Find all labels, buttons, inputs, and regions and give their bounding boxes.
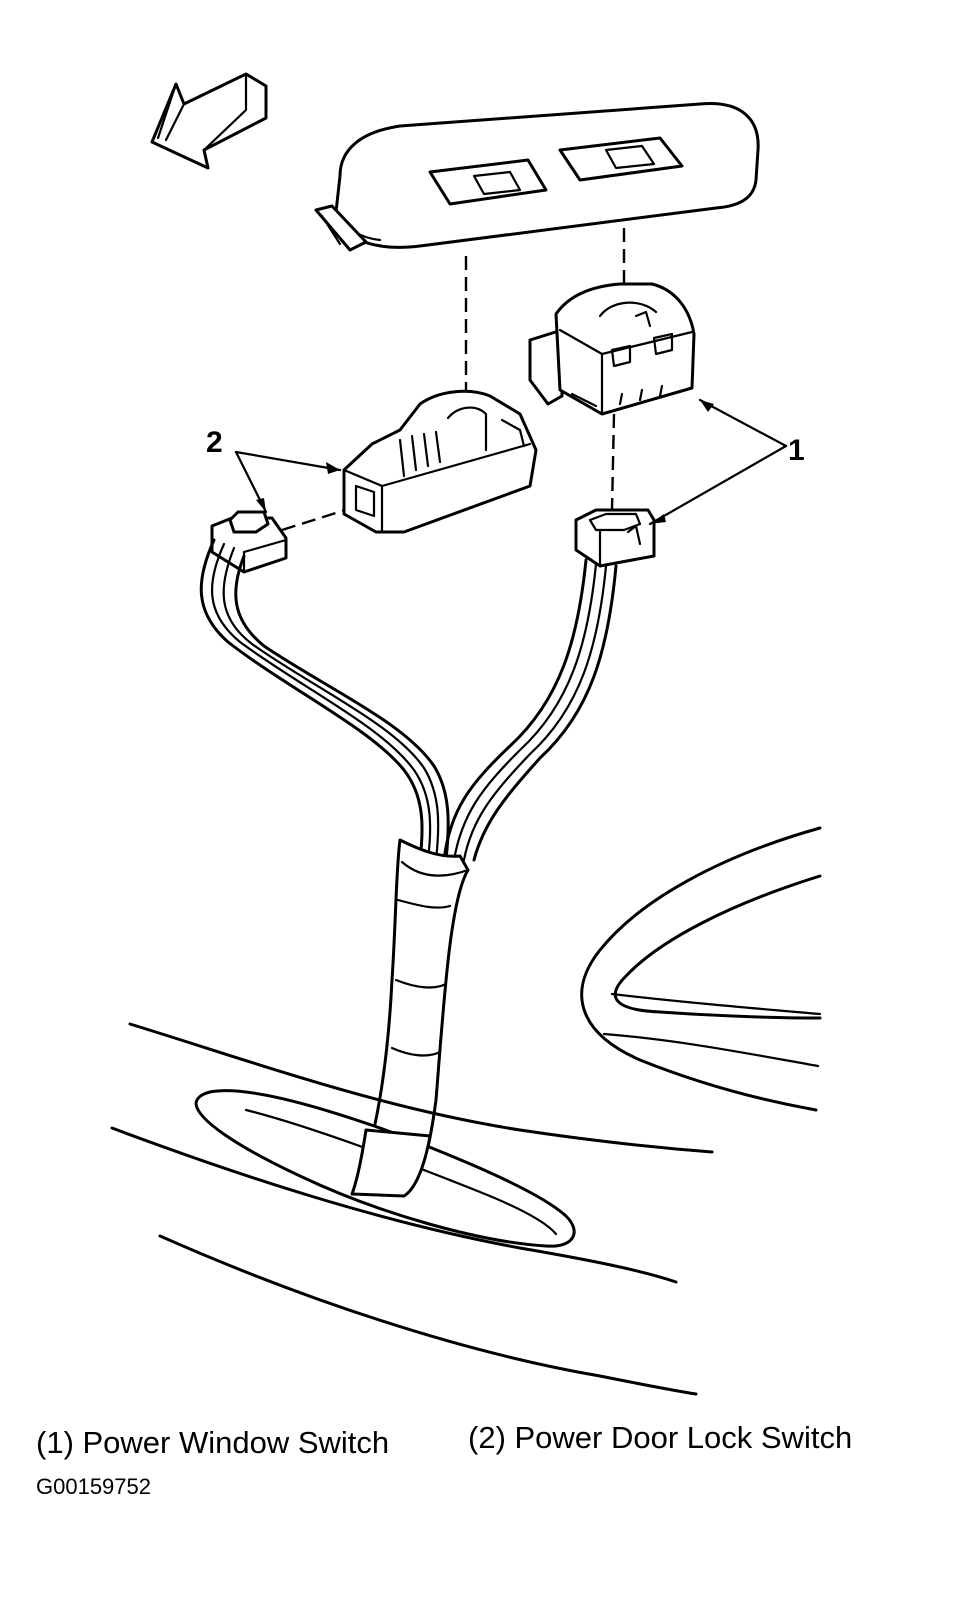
harness-trunk-front	[350, 1128, 432, 1198]
direction-arrow-icon	[150, 72, 268, 170]
alignment-line-window-bottom	[610, 413, 616, 511]
callout-leaders	[234, 398, 788, 526]
legend-item-2: (2) Power Door Lock Switch	[468, 1420, 853, 1455]
wire-harness	[199, 538, 618, 1198]
callout-1: 1	[788, 434, 805, 467]
switch-bezel	[314, 102, 760, 252]
window-switch-connector	[574, 508, 656, 568]
figure-id: G00159752	[36, 1474, 151, 1499]
legend-item-1: (1) Power Window Switch	[36, 1425, 390, 1460]
power-window-switch	[528, 282, 696, 416]
door-panel	[110, 826, 822, 1396]
power-door-lock-switch	[342, 389, 538, 534]
callout-2: 2	[206, 426, 223, 459]
lock-switch-connector	[210, 510, 288, 574]
